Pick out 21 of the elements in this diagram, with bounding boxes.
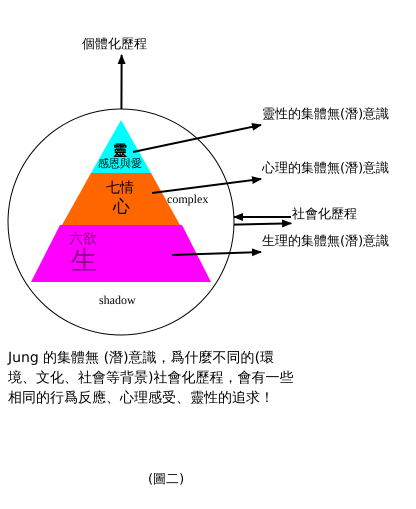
arrow — [152, 176, 262, 194]
side-label: 個體化歷程 — [82, 38, 147, 51]
arrow — [172, 248, 262, 256]
arrow — [234, 220, 292, 228]
tier-label: 六欲 — [69, 232, 97, 246]
arrow — [132, 122, 262, 153]
tier-label: 感恩與愛 — [98, 158, 142, 169]
arrow — [118, 54, 126, 109]
tier-label: 心 — [113, 199, 130, 216]
tier-label: 七情 — [106, 181, 134, 195]
complex-label: complex — [167, 193, 208, 205]
side-label: 心理的集體無(潛)意識 — [262, 162, 390, 175]
side-label: 社會化歷程 — [292, 208, 357, 221]
description-paragraph: Jung 的集體無 (潛)意識，爲什麼不同的(環境、文化、社會等背景)社會化歷程，會有一些相同的行爲反應、心理感受、靈性的追求！ — [8, 349, 294, 408]
shadow-label: shadow — [99, 294, 136, 306]
arrow — [233, 213, 291, 221]
tier-label: 生 — [71, 248, 97, 274]
side-label: 生理的集體無(潛)意識 — [262, 235, 390, 248]
tier-label: 靈 — [113, 144, 127, 158]
side-label: 靈性的集體無(潛)意識 — [262, 108, 390, 121]
figure-caption: (圖二) — [148, 471, 186, 489]
